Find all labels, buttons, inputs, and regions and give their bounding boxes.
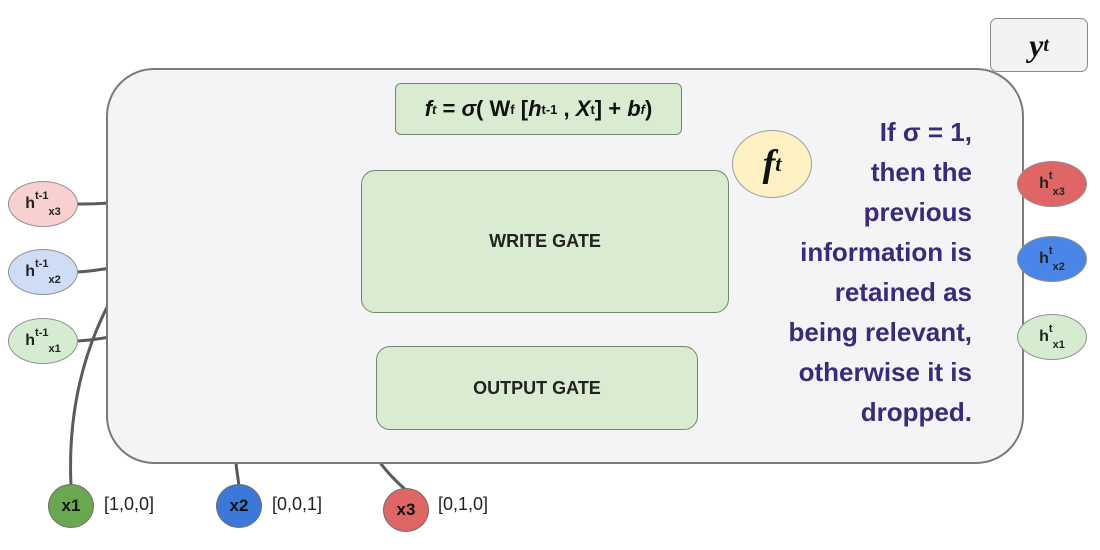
node-sub: x2 xyxy=(1052,261,1065,273)
node-sub: x1 xyxy=(1052,339,1065,351)
formula-eq: = xyxy=(436,96,462,121)
formula-f: f xyxy=(424,96,433,121)
input-label: x1 xyxy=(61,496,81,515)
formula-rbr: ] xyxy=(594,96,603,121)
node-sub: x2 xyxy=(48,274,61,286)
formula-h-sub: t-1 xyxy=(541,101,558,117)
formula-sigma: σ xyxy=(461,96,477,121)
formula-x-sub: t xyxy=(590,101,595,117)
node-sup: t xyxy=(1048,170,1053,182)
node-base: h xyxy=(1039,328,1049,345)
formula-b-sub: f xyxy=(640,101,645,117)
node-base: h xyxy=(25,263,36,280)
formula-b: b xyxy=(627,96,641,121)
node-base: h xyxy=(25,195,36,212)
output-gate: OUTPUT GATE xyxy=(376,346,698,430)
formula-h: h xyxy=(528,96,542,121)
note-line: otherwise it is xyxy=(798,357,972,387)
input-x2-vector: [0,0,1] xyxy=(272,494,323,514)
output-gate-label: OUTPUT GATE xyxy=(473,377,601,398)
note-line: being relevant, xyxy=(788,317,973,347)
node-base: h xyxy=(25,332,36,349)
input-x3-node: x3 xyxy=(383,488,429,532)
note-line: retained as xyxy=(834,277,972,307)
formula-lbr: [ xyxy=(514,96,529,121)
formula-x: X xyxy=(575,96,591,121)
input-label: x2 xyxy=(229,496,249,515)
node-sub: x3 xyxy=(48,206,61,218)
input-x1-vector: [1,0,0] xyxy=(104,494,155,514)
input-x1-node: x1 xyxy=(48,484,94,528)
output-symbol: y xyxy=(1029,26,1044,63)
formula-f-sub: t xyxy=(432,101,437,117)
sigma-explanation: If σ = 1, then the previous information … xyxy=(730,112,973,432)
node-sub: x1 xyxy=(48,343,61,355)
node-base: h xyxy=(1039,250,1049,267)
note-line: then the xyxy=(870,157,972,187)
input-x3-vector: [0,1,0] xyxy=(438,494,489,514)
node-base: h xyxy=(1039,175,1049,192)
output-subscript: t xyxy=(1043,33,1049,56)
note-line: If σ = 1, xyxy=(879,117,972,147)
node-sup: t-1 xyxy=(35,258,49,270)
forget-node-subscript: t xyxy=(775,151,782,176)
formula-close: ) xyxy=(644,96,653,121)
forget-node-symbol: f xyxy=(762,143,776,185)
input-label: x3 xyxy=(396,500,416,519)
formula-w: W xyxy=(489,96,511,121)
note-line: dropped. xyxy=(860,397,972,427)
write-gate: WRITE GATE xyxy=(361,170,729,313)
note-line: previous xyxy=(863,197,972,227)
formula-open: ( xyxy=(476,96,490,121)
node-sup: t xyxy=(1048,323,1053,335)
node-sup: t-1 xyxy=(35,190,49,202)
input-x2-node: x2 xyxy=(216,484,262,528)
formula-plus: + xyxy=(602,96,628,121)
formula-comma: , xyxy=(557,96,576,121)
formula-w-sub: f xyxy=(510,101,515,117)
node-sup: t-1 xyxy=(35,327,49,339)
write-gate-label: WRITE GATE xyxy=(489,231,601,251)
note-line: information is xyxy=(800,237,972,267)
node-sub: x3 xyxy=(1052,186,1065,198)
node-sup: t xyxy=(1048,245,1053,257)
